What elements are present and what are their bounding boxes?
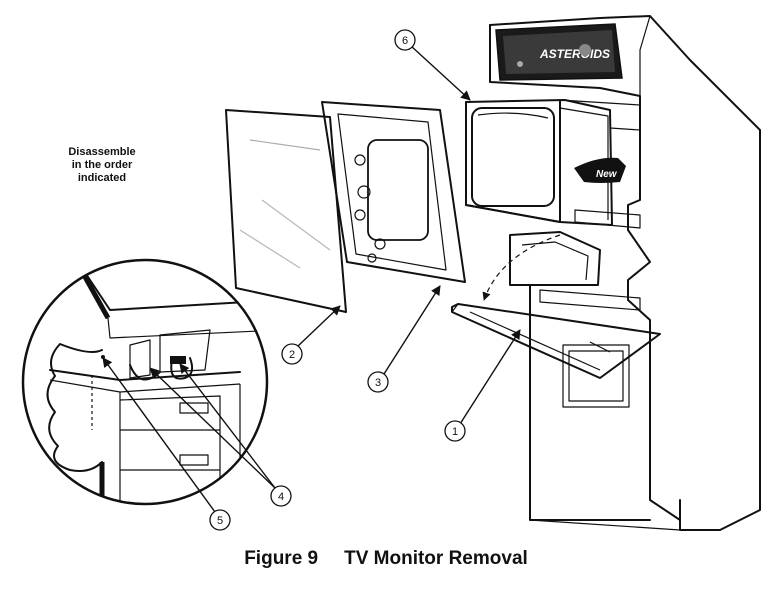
figure-caption: Figure 9 TV Monitor Removal [0,548,772,570]
callout-3: 3 [367,371,389,393]
new-sticker: New [574,157,626,183]
arcade-cabinet: ASTEROIDS [489,15,761,531]
figure-title: TV Monitor Removal [344,548,528,569]
callout-5: 5 [209,509,231,531]
bezel-window [367,139,429,241]
callout-1-label: 1 [452,426,458,438]
callout-6: 6 [394,29,416,51]
disassembly-instruction: Disassemble in the order indicated [44,146,160,185]
callout-4: 4 [270,485,292,507]
crt-screen [471,107,555,207]
new-label: New [596,169,618,180]
figure-number: Figure 9 [244,548,319,569]
instruction-line-3: indicated [77,172,127,184]
tv-monitor [465,99,613,226]
callout-1: 1 [444,420,466,442]
callout-5-label: 5 [217,515,223,527]
marquee: ASTEROIDS [495,23,623,81]
leader-lines [102,45,521,513]
detail-inset [21,258,269,506]
monitor-bezel [321,101,466,283]
instruction-line-1: Disassemble [68,146,136,158]
callout-4-label: 4 [278,491,284,503]
callout-6-label: 6 [402,35,408,47]
marquee-logo: ASTEROIDS [539,47,610,61]
callout-2: 2 [281,343,303,365]
callout-2-label: 2 [289,349,295,361]
removal-path-arrow [482,234,561,301]
instruction-line-2: in the order [71,159,133,171]
plexiglas-panel [225,109,347,313]
callout-3-label: 3 [375,377,381,389]
control-panel [451,303,661,379]
